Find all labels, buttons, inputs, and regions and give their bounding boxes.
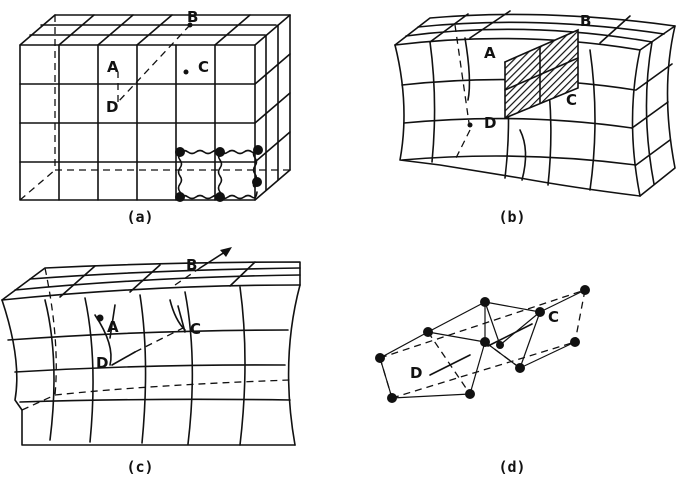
panel-a: B A C D (a) bbox=[20, 8, 290, 226]
panel-b-label-c: C bbox=[566, 91, 577, 109]
panel-a-label-a: A bbox=[107, 58, 119, 76]
panel-b-label-d: D bbox=[484, 114, 496, 132]
panel-b-label-a: A bbox=[484, 44, 496, 62]
panel-a-caption: (a) bbox=[126, 208, 153, 226]
atom-dot bbox=[570, 337, 580, 347]
panel-b-lattice bbox=[395, 11, 675, 196]
atom-dot bbox=[375, 353, 385, 363]
atom-dot bbox=[252, 177, 262, 187]
panel-d-label-c: C bbox=[548, 308, 559, 326]
atom-dot bbox=[423, 327, 433, 337]
atom-dot bbox=[480, 297, 490, 307]
panel-c: B A C D (c) bbox=[2, 247, 300, 476]
panel-d: D C (d) bbox=[375, 285, 590, 476]
panel-c-label-a: A bbox=[107, 318, 119, 336]
panel-a-label-c: C bbox=[198, 58, 209, 76]
atom-dot bbox=[535, 307, 545, 317]
atom-dot bbox=[580, 285, 590, 295]
atom-dot bbox=[215, 147, 225, 157]
atom-dot bbox=[215, 192, 225, 202]
panel-a-bond-cell bbox=[179, 150, 258, 199]
atom-dot bbox=[175, 147, 185, 157]
panel-b-label-b: B bbox=[580, 12, 591, 30]
atom-dot bbox=[515, 363, 525, 373]
panel-c-lattice bbox=[2, 247, 300, 445]
panel-c-caption: (c) bbox=[126, 458, 153, 476]
panel-c-label-b: B bbox=[186, 256, 197, 274]
panel-c-label-c: C bbox=[190, 320, 201, 338]
panel-a-lattice bbox=[20, 15, 290, 202]
panel-b-caption: (b) bbox=[498, 208, 525, 226]
atom-dot bbox=[387, 393, 397, 403]
atom-dot bbox=[496, 341, 504, 349]
atom-dot bbox=[480, 337, 490, 347]
panel-d-lattice bbox=[375, 285, 590, 403]
atom-dot bbox=[253, 145, 263, 155]
panel-c-label-d: D bbox=[96, 354, 108, 372]
panel-d-label-d: D bbox=[410, 364, 422, 382]
panel-a-label-b: B bbox=[187, 8, 198, 26]
panel-a-label-d: D bbox=[106, 98, 118, 116]
panel-b: B A C D (b) bbox=[395, 11, 675, 226]
atom-dot bbox=[465, 389, 475, 399]
atom-dot bbox=[175, 192, 185, 202]
panel-d-caption: (d) bbox=[498, 458, 525, 476]
